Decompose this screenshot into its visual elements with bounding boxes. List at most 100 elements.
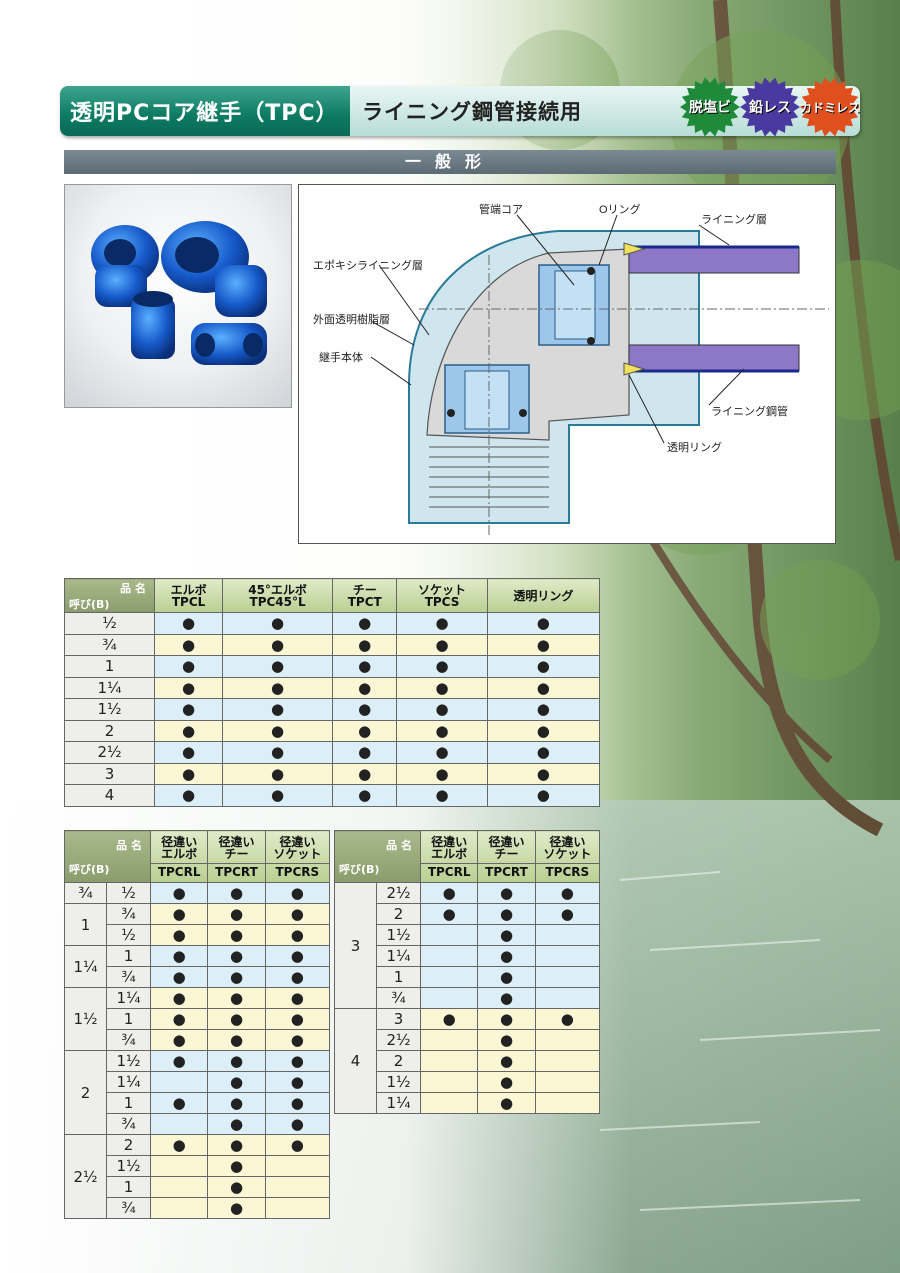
size-cell: 2 bbox=[64, 719, 155, 742]
availability-mark: ● bbox=[477, 987, 536, 1009]
table-row: 1½ ● bbox=[65, 1155, 331, 1177]
table-row: ¾●●● bbox=[65, 966, 331, 988]
size-cell: 4 bbox=[64, 784, 155, 807]
table-row: 1¼● bbox=[335, 945, 601, 967]
sub-size-cell: ½ bbox=[106, 882, 151, 904]
table-row: ¾● bbox=[335, 987, 601, 1009]
availability-mark: ● bbox=[396, 741, 488, 764]
sub-size-cell: 2 bbox=[376, 1050, 421, 1072]
availability-mark: ● bbox=[207, 1113, 266, 1135]
availability-mark: ● bbox=[477, 882, 536, 904]
sub-size-cell: 2 bbox=[106, 1134, 151, 1156]
table-row: 1½● bbox=[335, 924, 601, 946]
availability-mark: ● bbox=[207, 1029, 266, 1051]
label-core: 管端コア bbox=[479, 202, 523, 216]
sub-size-cell: 1 bbox=[376, 966, 421, 988]
availability-mark: ● bbox=[149, 1008, 209, 1030]
table-row: 2●●● bbox=[335, 903, 601, 925]
availability-mark: ● bbox=[396, 633, 488, 656]
table-row: 1¼● bbox=[335, 1092, 601, 1114]
availability-mark: ● bbox=[153, 676, 224, 699]
availability-mark bbox=[534, 987, 601, 1009]
starburst-icon bbox=[680, 77, 740, 137]
availability-mark: ● bbox=[222, 762, 334, 785]
table-row: 2½● bbox=[335, 1029, 601, 1051]
product-title: 透明PCコア継手（TPC） bbox=[60, 86, 350, 136]
label-epoxy: エポキシライニング層 bbox=[313, 258, 423, 272]
size-cell: 1 bbox=[64, 655, 155, 678]
availability-mark bbox=[534, 1092, 601, 1114]
availability-mark bbox=[149, 1197, 209, 1219]
availability-mark bbox=[534, 1050, 601, 1072]
availability-mark bbox=[419, 1071, 479, 1093]
sub-size-cell: 1¼ bbox=[106, 987, 151, 1009]
availability-mark: ● bbox=[486, 698, 601, 721]
availability-mark bbox=[419, 1050, 479, 1072]
availability-mark: ● bbox=[222, 655, 334, 678]
availability-mark: ● bbox=[332, 741, 398, 764]
availability-mark: ● bbox=[149, 1134, 209, 1156]
sub-size-cell: 1 bbox=[106, 1092, 151, 1114]
availability-mark: ● bbox=[222, 633, 334, 656]
sub-size-cell: ¾ bbox=[376, 987, 421, 1009]
size-group-cell: 4 bbox=[334, 1008, 377, 1114]
availability-mark: ● bbox=[153, 612, 224, 635]
availability-mark: ● bbox=[149, 882, 209, 904]
size-cell: 1½ bbox=[64, 698, 155, 721]
availability-mark: ● bbox=[332, 612, 398, 635]
size-group-cell: 2 bbox=[64, 1050, 107, 1135]
table-corner: 品 名 呼び(B) bbox=[64, 830, 151, 883]
availability-mark: ● bbox=[486, 676, 601, 699]
availability-mark bbox=[149, 1176, 209, 1198]
availability-mark: ● bbox=[153, 655, 224, 678]
availability-mark: ● bbox=[149, 1092, 209, 1114]
availability-mark: ● bbox=[149, 1029, 209, 1051]
starburst-icon bbox=[740, 77, 800, 137]
table-row: 1● bbox=[65, 1176, 331, 1198]
table-row: 1●●●●● bbox=[64, 655, 601, 678]
availability-mark bbox=[419, 1029, 479, 1051]
size-group-cell: 3 bbox=[334, 882, 377, 1009]
availability-mark: ● bbox=[396, 612, 488, 635]
table-row: 2½●●●●● bbox=[64, 741, 601, 764]
availability-mark: ● bbox=[207, 1092, 266, 1114]
sub-size-cell: 1½ bbox=[106, 1155, 151, 1177]
table-row: 1¼●●●●● bbox=[64, 676, 601, 699]
cross-section-diagram: 管端コア Oリング ライニング層 エポキシライニング層 外面透明樹脂層 継手本体… bbox=[298, 184, 836, 544]
table-row: 1¼●● bbox=[65, 1071, 331, 1093]
availability-mark: ● bbox=[486, 719, 601, 742]
availability-mark: ● bbox=[477, 966, 536, 988]
availability-mark bbox=[264, 1155, 331, 1177]
availability-mark: ● bbox=[332, 655, 398, 678]
availability-mark: ● bbox=[396, 784, 488, 807]
availability-mark: ● bbox=[149, 966, 209, 988]
availability-mark: ● bbox=[207, 1134, 266, 1156]
availability-mark: ● bbox=[477, 924, 536, 946]
availability-mark: ● bbox=[222, 719, 334, 742]
table-row: 4●●●●● bbox=[64, 784, 601, 807]
availability-mark bbox=[419, 966, 479, 988]
availability-mark bbox=[419, 924, 479, 946]
availability-mark: ● bbox=[264, 1050, 331, 1072]
availability-mark bbox=[264, 1197, 331, 1219]
sub-size-cell: 1½ bbox=[376, 1071, 421, 1093]
availability-mark: ● bbox=[396, 762, 488, 785]
availability-mark: ● bbox=[419, 903, 479, 925]
sub-size-cell: ¾ bbox=[106, 1113, 151, 1135]
table-row: ½●●●●● bbox=[64, 612, 601, 635]
sub-size-cell: ¾ bbox=[106, 903, 151, 925]
product-subtitle: ライニング鋼管接続用 bbox=[362, 100, 582, 124]
availability-mark: ● bbox=[264, 882, 331, 904]
sub-size-cell: 2½ bbox=[376, 1029, 421, 1051]
availability-mark: ● bbox=[396, 655, 488, 678]
table-row: ¾● bbox=[65, 1197, 331, 1219]
availability-mark: ● bbox=[207, 1155, 266, 1177]
sub-size-cell: ¾ bbox=[106, 966, 151, 988]
availability-mark: ● bbox=[486, 655, 601, 678]
product-photo bbox=[64, 184, 292, 408]
